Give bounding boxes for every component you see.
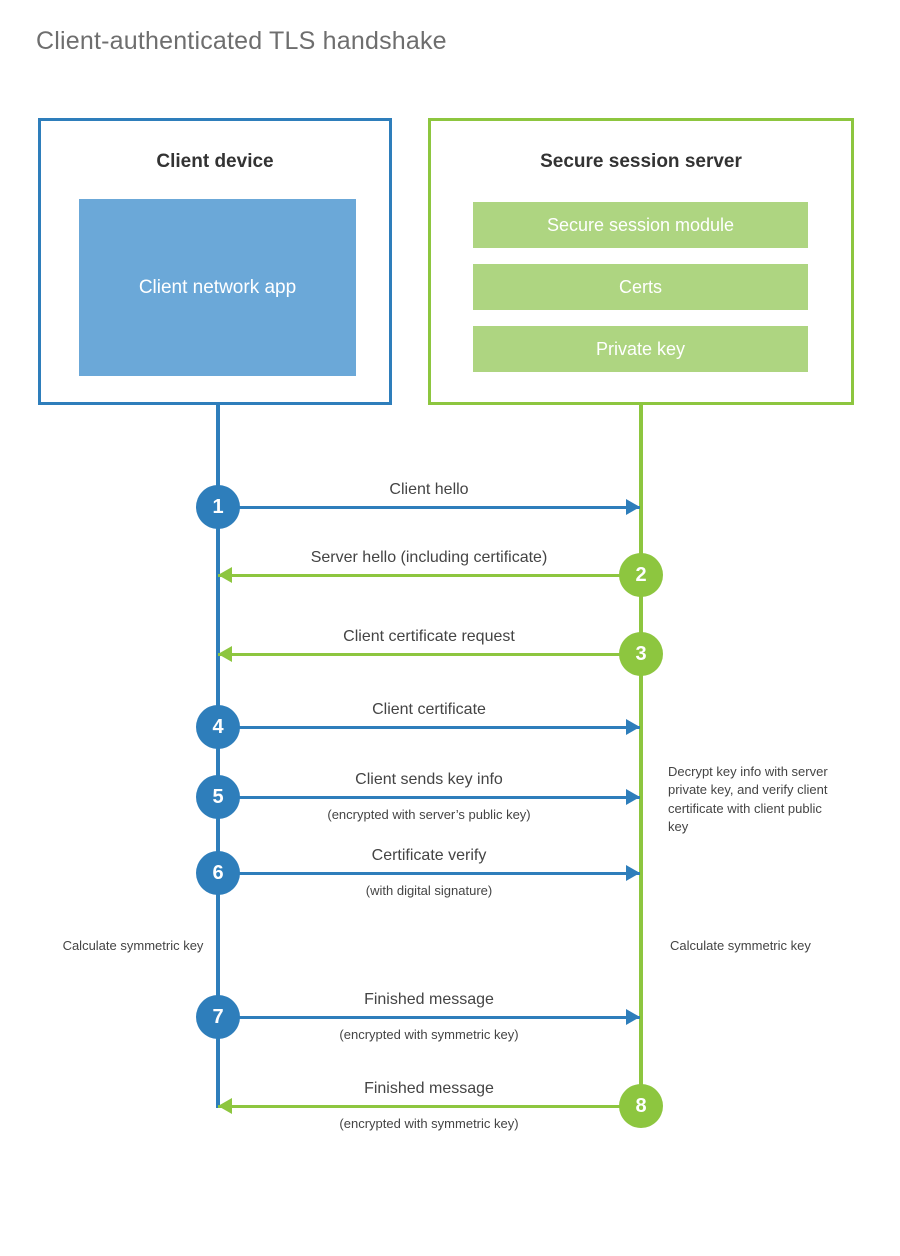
server-decrypt-note: Decrypt key info with server private key… (668, 764, 828, 835)
message-sublabel-5: (encrypted with server’s public key) (327, 807, 531, 822)
message-label-8: Finished message (364, 1080, 494, 1097)
server-module-secure-session-module: Secure session module (473, 202, 808, 248)
message-line-2 (218, 574, 640, 577)
message-line-8 (218, 1105, 640, 1108)
step-badge-4[interactable]: 4 (196, 705, 240, 749)
step-badge-8[interactable]: 8 (619, 1084, 663, 1128)
client-lifeline (216, 405, 220, 1108)
server-module-certs: Certs (473, 264, 808, 310)
step-badge-2[interactable]: 2 (619, 553, 663, 597)
arrowhead-1 (626, 499, 640, 515)
message-line-7 (218, 1016, 640, 1019)
message-sublabel-7: (encrypted with symmetric key) (339, 1027, 519, 1042)
server-module-private-key: Private key (473, 326, 808, 372)
message-label-6: Certificate verify (371, 847, 487, 864)
message-line-3 (218, 653, 640, 656)
page-title: Client-authenticated TLS handshake (36, 27, 447, 55)
step-badge-1[interactable]: 1 (196, 485, 240, 529)
client-calculate-symmetric-key-note: Calculate symmetric key (62, 938, 204, 953)
client-device-box: Client device Client network app (38, 118, 392, 405)
secure-session-server-box: Secure session server Secure session mod… (428, 118, 854, 405)
arrowhead-5 (626, 789, 640, 805)
message-line-4 (218, 726, 640, 729)
message-label-3: Client certificate request (343, 628, 515, 645)
message-label-2: Server hello (including certificate) (310, 549, 548, 566)
step-badge-5[interactable]: 5 (196, 775, 240, 819)
step-badge-6[interactable]: 6 (196, 851, 240, 895)
arrowhead-8 (218, 1098, 232, 1114)
server-calculate-symmetric-key-note: Calculate symmetric key (670, 938, 811, 953)
message-label-1: Client hello (389, 481, 469, 498)
secure-session-server-title: Secure session server (540, 151, 742, 172)
arrowhead-6 (626, 865, 640, 881)
client-network-app-block: Client network app (79, 199, 356, 376)
message-sublabel-6: (with digital signature) (365, 883, 493, 898)
arrowhead-7 (626, 1009, 640, 1025)
arrowhead-2 (218, 567, 232, 583)
message-label-7: Finished message (364, 991, 494, 1008)
step-badge-3[interactable]: 3 (619, 632, 663, 676)
message-line-6 (218, 872, 640, 875)
step-badge-7[interactable]: 7 (196, 995, 240, 1039)
message-label-4: Client certificate (372, 701, 486, 718)
client-device-title: Client device (156, 151, 274, 172)
arrowhead-4 (626, 719, 640, 735)
server-lifeline (639, 405, 643, 1108)
message-sublabel-8: (encrypted with symmetric key) (339, 1116, 519, 1131)
message-line-1 (218, 506, 640, 509)
message-line-5 (218, 796, 640, 799)
arrowhead-3 (218, 646, 232, 662)
message-label-5: Client sends key info (355, 771, 503, 788)
